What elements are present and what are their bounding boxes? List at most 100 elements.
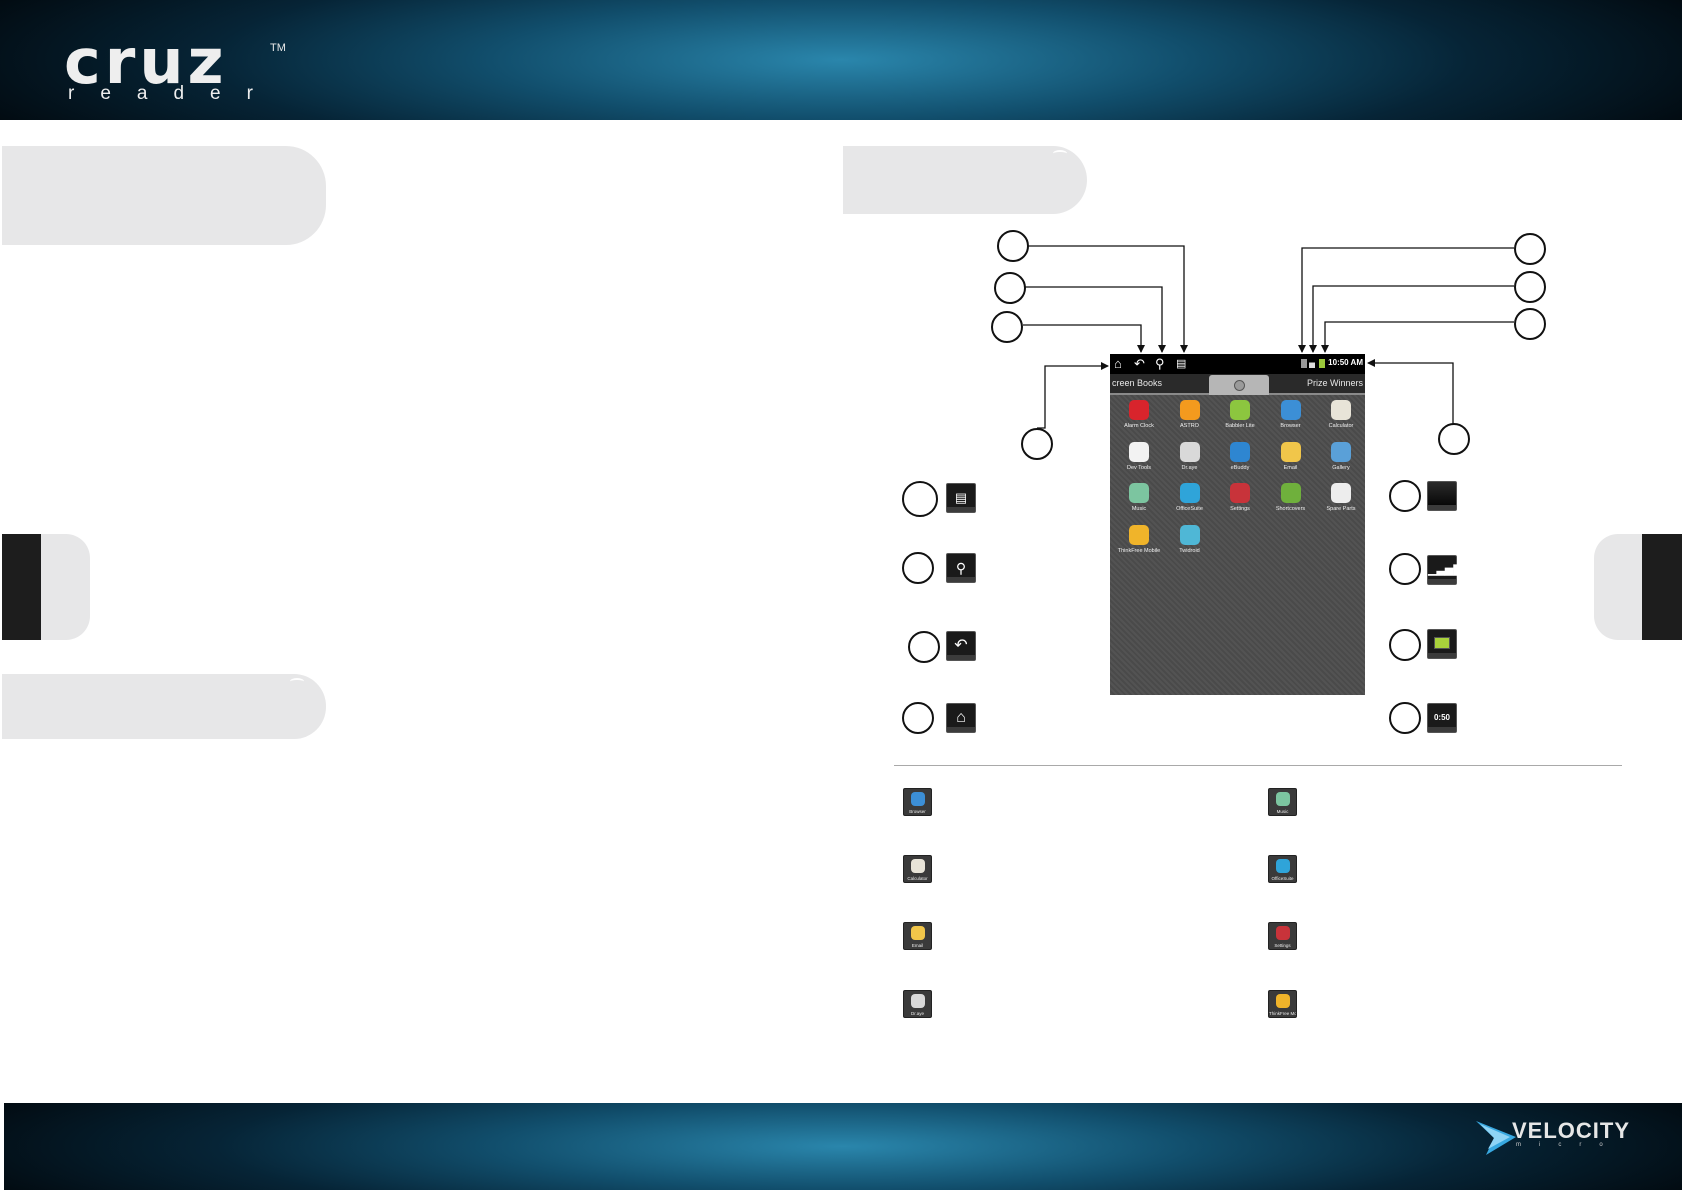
menu-icon[interactable]: ▤: [1176, 358, 1187, 370]
app-thumbnail: Browser: [903, 788, 932, 816]
app-launcher-item[interactable]: ASTRO: [1165, 400, 1215, 440]
app-launcher-item[interactable]: Music: [1114, 483, 1164, 523]
notification-icon: [1301, 359, 1307, 368]
device-tab-bar: creen Books Prize Winners: [1110, 374, 1365, 395]
app-label: Dev Tools: [1126, 464, 1152, 471]
legend-circle-notification: [1389, 480, 1421, 512]
app-icon: [1179, 441, 1200, 462]
app-icon: [1280, 400, 1301, 420]
logo-word: cruz: [64, 38, 228, 86]
app-launcher-item[interactable]: OfficeSuite: [1165, 483, 1215, 523]
tab-center[interactable]: [1209, 375, 1269, 395]
app-label: Twidroid: [1179, 547, 1200, 554]
app-thumbnail-label: ThinkFree Mobile: [1269, 1011, 1296, 1016]
app-thumbnail: Music: [1268, 788, 1297, 816]
callout-circle: [997, 230, 1029, 262]
app-label: Music: [1131, 506, 1147, 512]
app-thumbnail-label: Music: [1276, 809, 1289, 814]
search-icon[interactable]: ⚲: [1155, 356, 1165, 371]
app-launcher-item[interactable]: Browser: [1266, 400, 1316, 440]
app-launcher-item[interactable]: Babbler Lite: [1215, 400, 1265, 440]
tab-right-label[interactable]: Prize Winners: [1306, 378, 1363, 388]
app-launcher-item[interactable]: Dev Tools: [1114, 441, 1164, 482]
app-label: Babbler Lite: [1225, 423, 1255, 429]
app-icon: [1129, 400, 1149, 420]
app-label: eBuddy: [1230, 464, 1250, 471]
app-launcher-item[interactable]: Shortcovers: [1266, 483, 1316, 523]
app-thumbnail-icon: [1276, 792, 1290, 806]
legend-circle-back: [908, 631, 940, 663]
app-thumbnail-label: Calculator: [907, 876, 928, 881]
app-icon: [1280, 441, 1301, 462]
home-icon: ⌂: [946, 703, 976, 733]
app-launcher-item[interactable]: eBuddy: [1215, 441, 1265, 482]
legend-circle-menu: [902, 481, 938, 517]
app-icon: [1179, 400, 1200, 420]
app-label: Shortcovers: [1275, 506, 1306, 512]
app-icon: [1129, 483, 1149, 503]
app-launcher-item[interactable]: Email: [1266, 441, 1316, 482]
app-thumbnail: Dr.aye: [903, 990, 932, 1018]
app-thumbnail: Settings: [1268, 922, 1297, 950]
app-icon: [1230, 400, 1250, 420]
back-icon[interactable]: ↶: [1134, 356, 1145, 371]
clock-icon: 0:50 AM: [1427, 703, 1457, 750]
legend-circle-search: [902, 552, 934, 584]
app-label: Gallery: [1332, 464, 1350, 471]
callout-circle: [1021, 428, 1053, 460]
tab-left-label[interactable]: creen Books: [1112, 378, 1163, 388]
app-icon: [1331, 400, 1351, 420]
app-label: Alarm Clock: [1124, 423, 1154, 429]
app-icon: [1129, 441, 1149, 462]
app-thumbnail-icon: [1276, 859, 1290, 873]
notification-icon: [1427, 481, 1457, 511]
app-label: Calculator: [1328, 423, 1354, 429]
app-thumbnail-icon: [1276, 994, 1290, 1008]
clock-icon-text: 0:50 AM: [1433, 713, 1450, 750]
app-launcher-item[interactable]: Twidroid: [1165, 524, 1215, 565]
velocity-brand-word: VELOCITY: [1512, 1118, 1631, 1143]
app-label: Email: [1283, 464, 1298, 471]
app-thumbnail-icon: [911, 926, 925, 940]
app-label: Browser: [1280, 423, 1301, 429]
device-status-bar: ⌂ ↶ ⚲ ▤ 10:50 AM: [1110, 354, 1365, 374]
app-thumbnail: ThinkFree Mobile: [1268, 990, 1297, 1018]
app-label: Dr.aye: [1181, 464, 1198, 471]
home-icon[interactable]: ⌂: [1114, 356, 1122, 371]
app-launcher-item[interactable]: Gallery: [1316, 441, 1366, 482]
app-launcher-item[interactable]: ThinkFree Mobile: [1114, 524, 1164, 565]
section-heading-pill-bottom-left: [2, 674, 326, 739]
app-thumbnail-icon: [1276, 926, 1290, 940]
app-thumbnail-icon: [911, 792, 925, 806]
battery-icon: [1427, 629, 1457, 659]
app-thumbnail-label: Dr.aye: [910, 1011, 924, 1016]
legend-circle-signal: [1389, 553, 1421, 585]
app-icon: [1230, 483, 1250, 503]
logo-trademark: TM: [270, 42, 286, 54]
app-label: Spare Parts: [1326, 506, 1356, 512]
app-launcher-item[interactable]: Alarm Clock: [1114, 400, 1164, 440]
section-divider: [894, 765, 1622, 766]
app-launcher-item[interactable]: Settings: [1215, 483, 1265, 523]
app-launcher-item[interactable]: Spare Parts: [1316, 483, 1366, 523]
app-thumbnail-label: OfficeSuite: [1271, 876, 1294, 881]
velocity-arrow-icon: [1476, 1121, 1516, 1155]
app-thumbnail: Email: [903, 922, 932, 950]
app-launcher-item[interactable]: Calculator: [1316, 400, 1366, 440]
app-icon: [1230, 441, 1250, 462]
app-thumbnail-label: Settings: [1274, 943, 1291, 948]
status-time: 10:50 AM: [1328, 358, 1363, 367]
header-band: cruz TM reader: [0, 0, 1682, 120]
app-label: ASTRO: [1180, 423, 1199, 429]
menu-icon: ▤: [946, 483, 976, 513]
section-heading-pill-top-right: [843, 146, 1087, 214]
velocity-micro-logo: VELOCITY micro: [1476, 1117, 1646, 1161]
search-icon: ⚲: [946, 553, 976, 583]
page-side-tab-left: [2, 534, 90, 640]
back-icon: ↶: [946, 631, 976, 661]
signal-icon: ▁▃▅▇: [1427, 555, 1462, 585]
device-home-screen: ⌂ ↶ ⚲ ▤ 10:50 AM creen Books Prize Winne…: [1110, 354, 1365, 695]
app-thumbnail-icon: [911, 994, 925, 1008]
battery-icon: [1319, 359, 1325, 368]
app-launcher-item[interactable]: Dr.aye: [1165, 441, 1215, 482]
